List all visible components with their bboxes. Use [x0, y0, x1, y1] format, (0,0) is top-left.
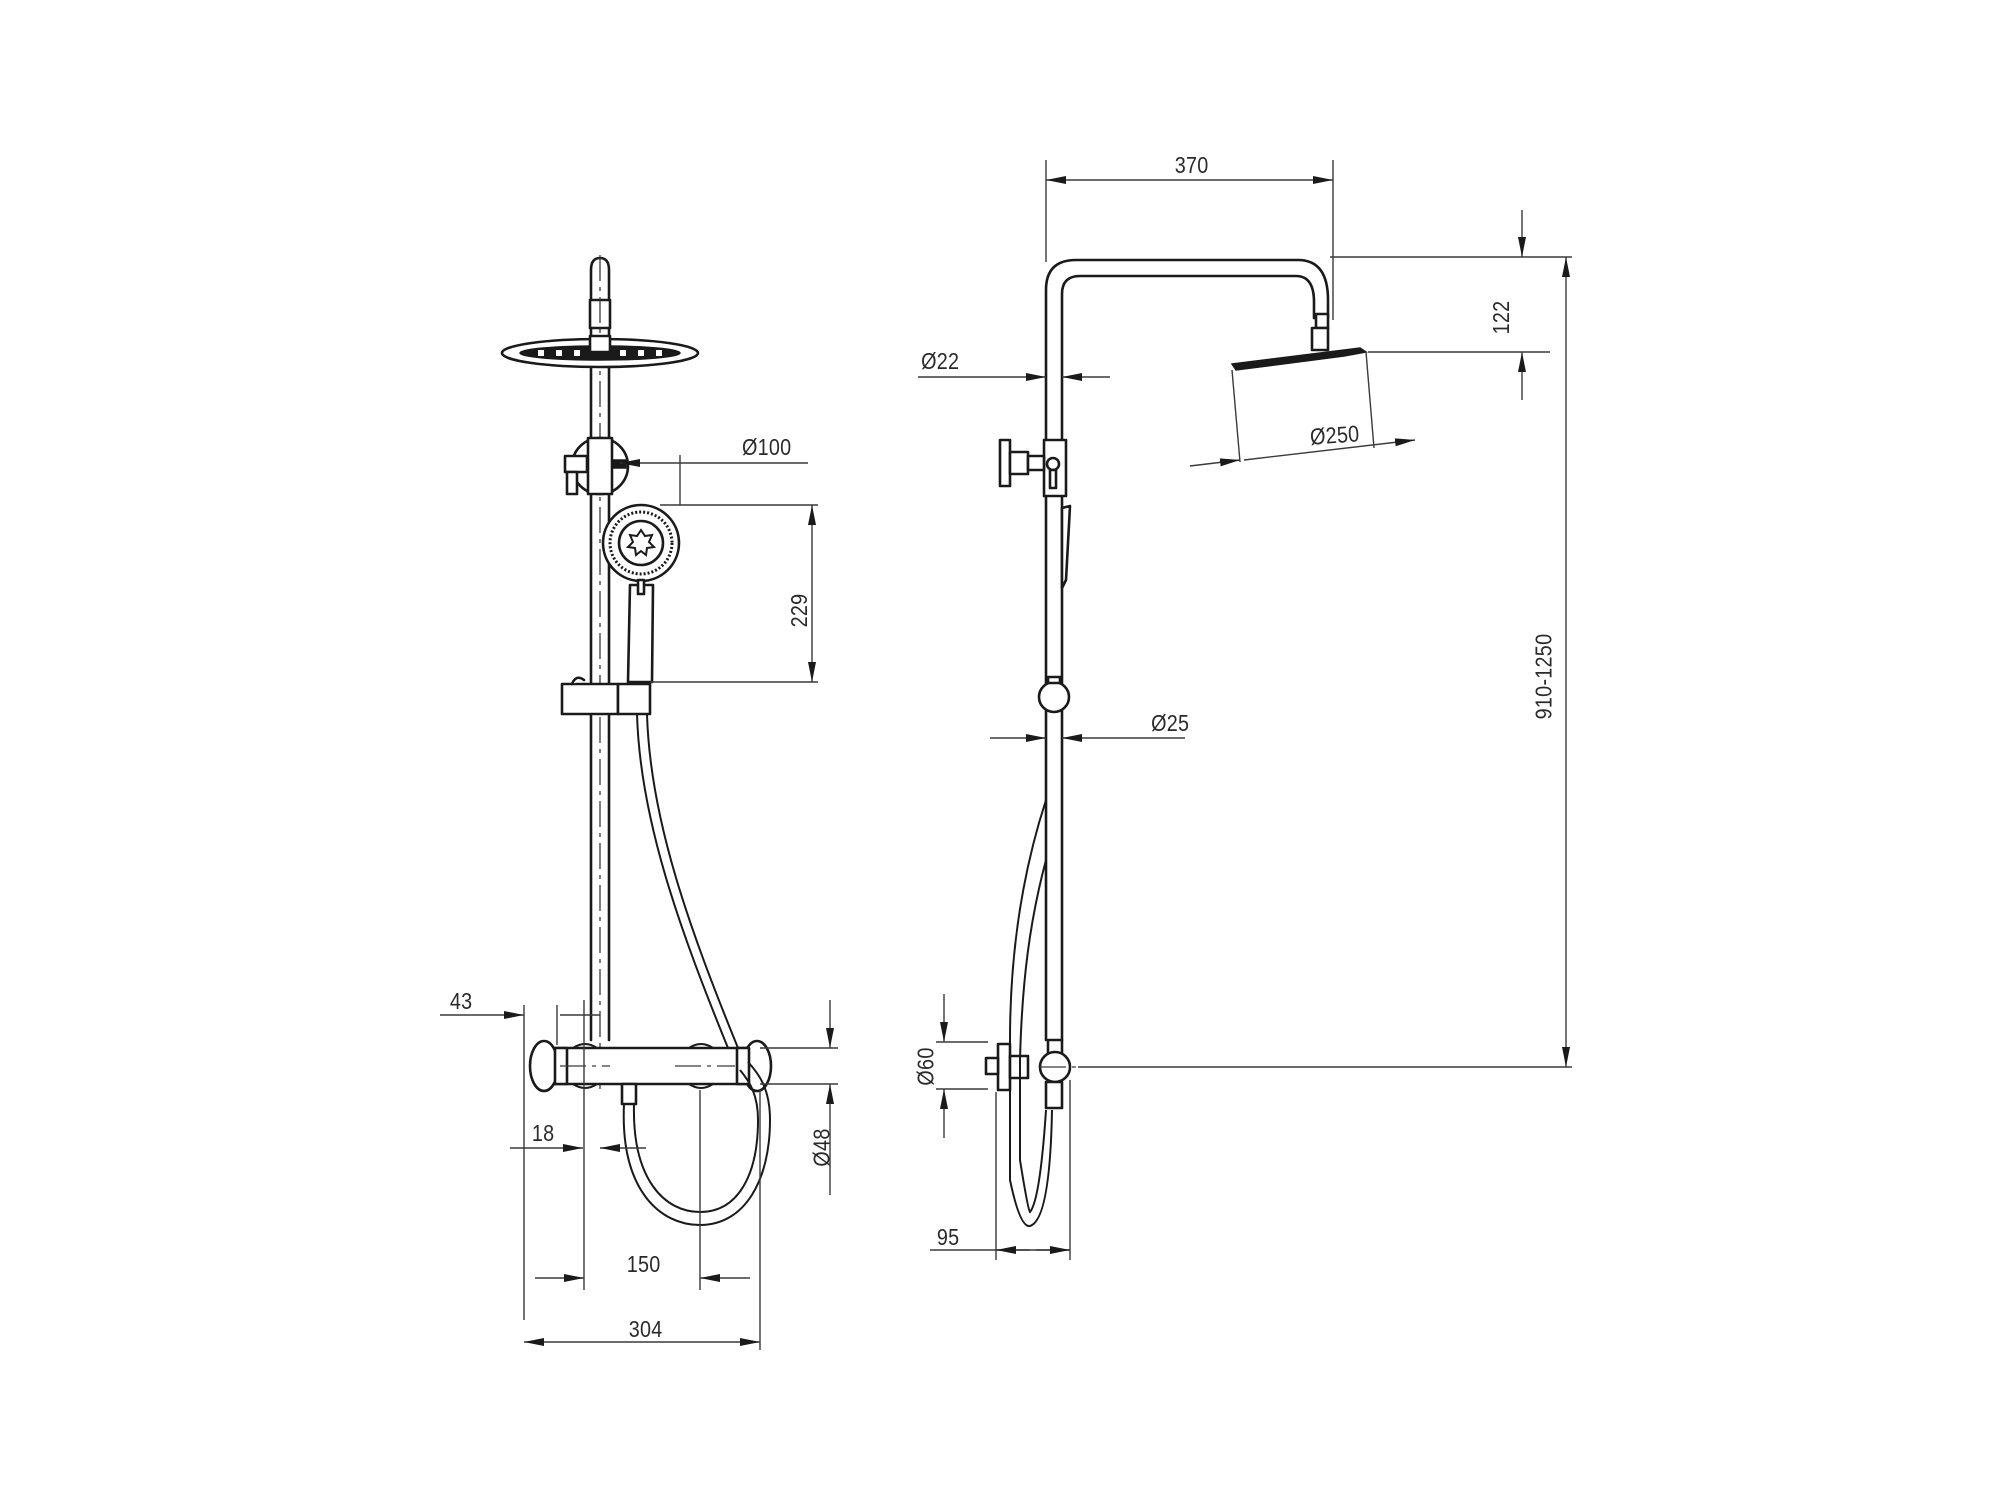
dim-bar-offset: 43 — [449, 988, 473, 1014]
dim-head-diameter: Ø250 — [1309, 420, 1361, 450]
dim-mixer-diameter: Ø48 — [808, 1128, 835, 1167]
front-view — [440, 255, 838, 1350]
dim-mixer-width: 304 — [628, 1316, 663, 1342]
side-view — [918, 160, 1572, 1260]
rain-head-side — [1230, 347, 1368, 371]
hose-loop-inner — [632, 1069, 760, 1214]
diverter-knob-front — [563, 436, 630, 496]
dim-inlet-spacing: 150 — [626, 1251, 661, 1277]
hand-shower-side — [1060, 504, 1072, 590]
dim-outlet-diameter: Ø60 — [912, 1047, 939, 1086]
dim-hand-shower-diameter: Ø100 — [742, 434, 792, 460]
hose-upper-b — [646, 713, 739, 1049]
dim-arm-reach: 370 — [1174, 152, 1209, 178]
dim-lower-pipe-diameter: Ø25 — [1151, 710, 1190, 736]
slider-knob-side — [1037, 680, 1071, 714]
hand-shower-front — [601, 503, 681, 684]
hose-loop-outer — [622, 1061, 772, 1227]
slider-bracket-front — [560, 676, 652, 716]
rain-head-front — [500, 334, 700, 369]
dim-head-drop: 122 — [1488, 300, 1515, 335]
dim-upper-pipe-diameter: Ø22 — [921, 348, 960, 374]
diverter-side — [998, 438, 1068, 498]
thermostatic-mixer-front — [528, 1039, 773, 1106]
hose-upper-a — [636, 713, 729, 1049]
dim-hand-shower-height: 229 — [786, 593, 813, 628]
dim-wall-projection: 95 — [936, 1224, 960, 1250]
dim-pipe-offset: 18 — [531, 1120, 555, 1146]
dim-total-height: 910-1250 — [1530, 633, 1557, 720]
hose-side — [1009, 799, 1053, 1227]
